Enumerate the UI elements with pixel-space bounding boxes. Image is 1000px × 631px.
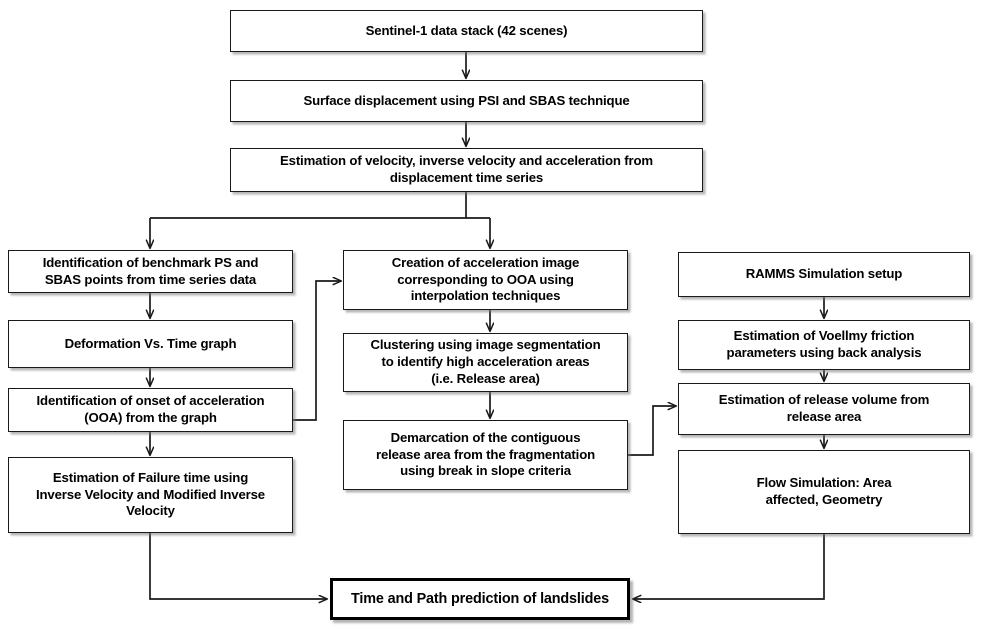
node-estimation-voellmy-friction[interactable]: Estimation of Voellmy friction parameter… [678, 320, 970, 370]
edge-m3-r3 [628, 406, 676, 456]
node-label: Estimation of Voellmy friction parameter… [726, 328, 922, 360]
node-time-path-prediction[interactable]: Time and Path prediction of landslides [330, 578, 630, 620]
node-label: Demarcation of the contiguous release ar… [375, 429, 595, 479]
node-label: Identification of onset of acceleration … [36, 393, 265, 425]
node-label: Deformation Vs. Time graph [64, 335, 237, 351]
node-label: Estimation of Failure time using Inverse… [36, 469, 265, 519]
node-deformation-vs-time-graph[interactable]: Deformation Vs. Time graph [8, 320, 293, 368]
node-label: Estimation of release volume from releas… [718, 392, 930, 424]
node-label: Creation of acceleration image correspon… [391, 254, 580, 304]
node-label: Estimation of velocity, inverse velocity… [279, 153, 654, 185]
node-flow-simulation[interactable]: Flow Simulation: Area affected, Geometry [678, 450, 970, 534]
node-label: Clustering using image segmentation to i… [370, 337, 601, 386]
node-clustering-image-segmentation[interactable]: Clustering using image segmentation to i… [343, 333, 628, 392]
node-label: RAMMS Simulation setup [745, 266, 903, 282]
node-label: Identification of benchmark PS and SBAS … [42, 254, 259, 287]
node-label: Sentinel-1 data stack (42 scenes) [365, 22, 568, 38]
node-estimation-failure-time[interactable]: Estimation of Failure time using Inverse… [8, 457, 293, 533]
edge-l3-m1 [293, 281, 341, 421]
node-demarcation-contiguous-release-area[interactable]: Demarcation of the contiguous release ar… [343, 420, 628, 490]
node-ramms-simulation-setup[interactable]: RAMMS Simulation setup [678, 252, 970, 297]
edge-r4-end [633, 534, 825, 599]
node-identification-benchmark-ps-sbas[interactable]: Identification of benchmark PS and SBAS … [8, 250, 293, 293]
edge-l4-end [149, 533, 327, 599]
node-surface-displacement[interactable]: Surface displacement using PSI and SBAS … [230, 80, 703, 122]
node-label: Flow Simulation: Area affected, Geometry [756, 475, 892, 507]
node-estimation-velocity[interactable]: Estimation of velocity, inverse velocity… [230, 148, 703, 192]
node-label: Time and Path prediction of landslides [351, 590, 609, 607]
node-label: Surface displacement using PSI and SBAS … [303, 92, 630, 108]
node-sentinel-data-stack[interactable]: Sentinel-1 data stack (42 scenes) [230, 10, 703, 52]
node-estimation-release-volume[interactable]: Estimation of release volume from releas… [678, 383, 970, 435]
node-identification-onset-acceleration[interactable]: Identification of onset of acceleration … [8, 388, 293, 432]
node-creation-acceleration-image[interactable]: Creation of acceleration image correspon… [343, 250, 628, 310]
